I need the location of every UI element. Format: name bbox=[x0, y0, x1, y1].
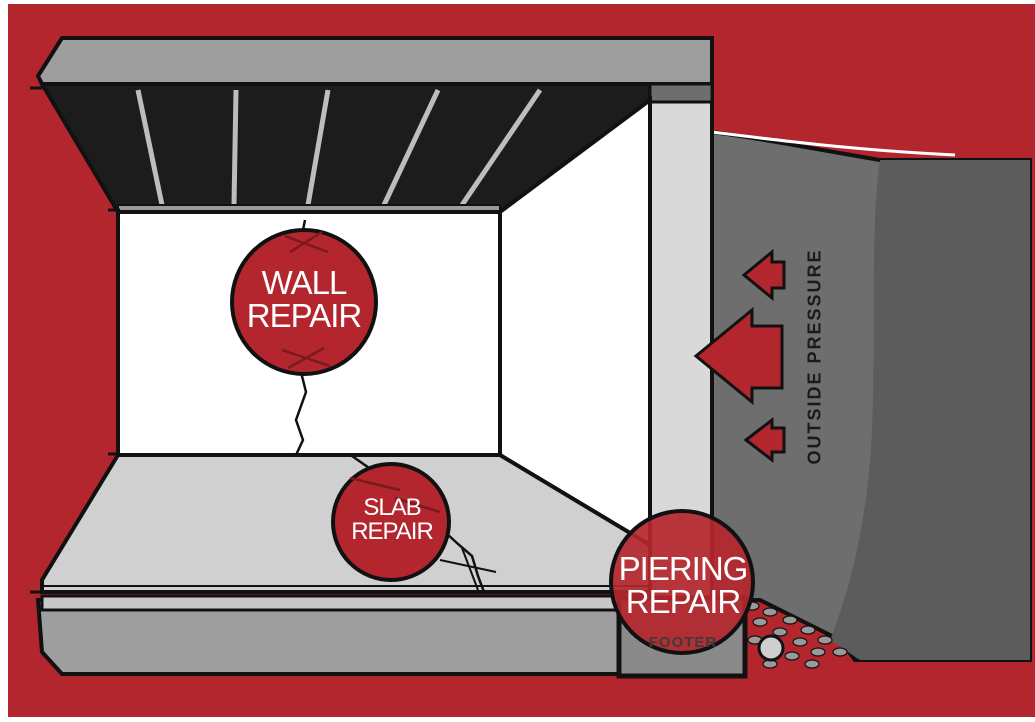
wall-repair-label: WALL REPAIR bbox=[233, 266, 375, 332]
wall-repair-line2: REPAIR bbox=[246, 297, 362, 334]
piering-repair-line2: REPAIR bbox=[625, 583, 741, 620]
footer-label: FOOTER bbox=[648, 634, 718, 651]
ceiling-joists bbox=[135, 88, 543, 207]
pressure-arrow-icon bbox=[693, 248, 786, 464]
floor-slab-top bbox=[35, 36, 714, 86]
slab-staple-icon bbox=[439, 547, 497, 591]
soil-dark bbox=[830, 160, 1030, 660]
piering-repair-line1: PIERING bbox=[618, 550, 749, 587]
piering-repair-label: PIERING REPAIR bbox=[610, 552, 756, 618]
piering-repair-circle bbox=[609, 509, 755, 655]
sill-plate bbox=[648, 82, 714, 104]
slab-repair-label: SLAB REPAIR bbox=[333, 496, 451, 544]
slab-repair-line2: REPAIR bbox=[351, 518, 434, 545]
edge-ticks bbox=[30, 86, 120, 594]
slab-top-band bbox=[40, 594, 652, 612]
wall-repair-line1: WALL bbox=[261, 264, 348, 301]
slab-repair-line1: SLAB bbox=[363, 494, 421, 521]
outside-pressure-text: OUTSIDE PRESSURE bbox=[804, 248, 825, 465]
slab-repair-circle bbox=[331, 462, 451, 582]
wall-repair-circle bbox=[230, 228, 378, 376]
drain-pipe bbox=[757, 634, 785, 662]
staple-mark-icon bbox=[281, 230, 441, 514]
grade-line bbox=[711, 130, 956, 157]
